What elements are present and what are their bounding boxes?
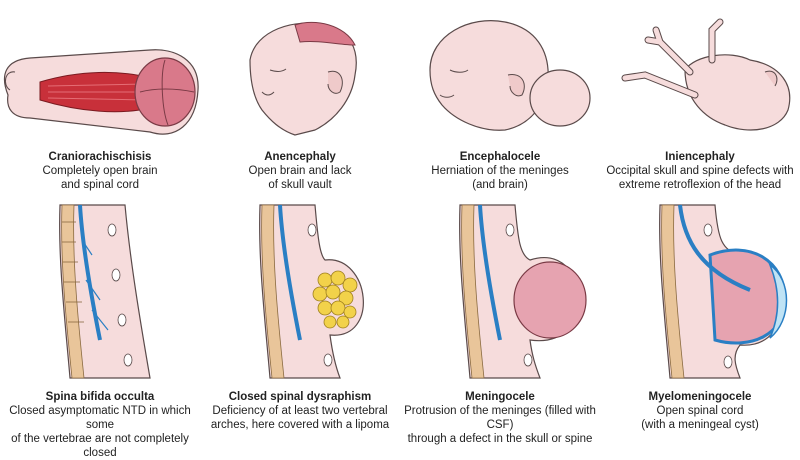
panel-title: Craniorachischisis [48,151,152,163]
panel-iniencephaly [600,0,800,145]
panel-myelomeningocele [600,200,800,380]
encephalocele-head-figure [429,20,591,131]
caption-myelomeningocele: Myelomeningocele Open spinal cord (with … [600,390,800,432]
caption-meningocele: Meningocele Protrusion of the meninges (… [400,390,600,446]
caption-encephalocele: Encephalocele Herniation of the meninges… [400,150,600,192]
panel-description-line: Protrusion of the meninges (filled with … [404,405,596,431]
panel-title: Myelomeningocele [648,391,752,403]
panel-title: Encephalocele [459,151,541,163]
panel-description-line: (with a meningeal cyst) [641,419,759,431]
panel-description-line: extreme retroflexion of the head [618,179,782,191]
panel-description-line: (and brain) [472,179,528,191]
panel-description-line: of the vertebrae are not completely clos… [11,433,189,459]
caption-closed-spinal-dysraphism: Closed spinal dysraphism Deficiency of a… [200,390,400,432]
spine-lipoma-figure [259,204,364,379]
panel-description-line: arches, here covered with a lipoma [210,419,390,431]
panel-craniorachischisis [0,0,200,145]
panel-title: Iniencephaly [665,151,735,163]
caption-spina-bifida-occulta: Spina bifida occulta Closed asymptomatic… [0,390,200,460]
panel-anencephaly [200,0,400,145]
spine-meningocele-figure [459,204,587,379]
panel-description-line: Occipital skull and spine defects with [606,165,794,177]
panel-description-line: and spinal cord [61,179,139,191]
panel-description-line: Herniation of the meninges [431,165,569,177]
panel-title: Spina bifida occulta [45,391,155,403]
caption-anencephaly: Anencephaly Open brain and lack of skull… [200,150,400,192]
panel-title: Meningocele [465,391,535,403]
caption-craniorachischisis: Craniorachischisis Completely open brain… [0,150,200,192]
panel-description-line: through a defect in the skull or spine [407,433,593,445]
caption-iniencephaly: Iniencephaly Occipital skull and spine d… [600,150,800,192]
panel-description-line: of skull vault [268,179,332,191]
panel-title: Closed spinal dysraphism [228,391,372,403]
panel-description-line: Open spinal cord [656,405,744,417]
panel-meningocele [400,200,600,380]
spine-occulta-figure [59,204,151,379]
panel-spina-bifida-occulta [0,200,200,380]
panel-encephalocele [400,0,600,145]
panel-title: Anencephaly [264,151,336,163]
spine-myelomeningocele-figure [659,204,788,379]
panel-description-line: Closed asymptomatic NTD in which some [9,405,191,431]
panel-description-line: Deficiency of at least two vertebral [212,405,388,417]
panel-description-line: Open brain and lack [248,165,352,177]
iniencephaly-body-figure [621,18,791,131]
anencephaly-head-figure [249,21,357,136]
open-brain-spinal-cord-figure [3,49,199,135]
panel-description-line: Completely open brain [42,165,158,177]
panel-closed-spinal-dysraphism [200,200,400,380]
